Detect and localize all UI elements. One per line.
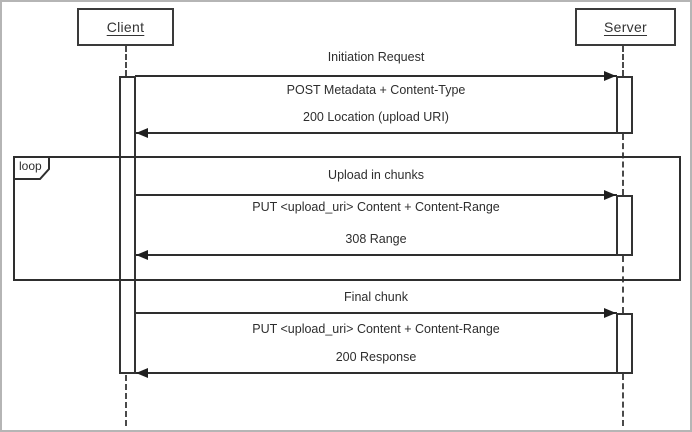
client-actor-label: Client bbox=[106, 19, 145, 35]
server-lifeline bbox=[622, 134, 624, 195]
arrowhead-left-icon bbox=[136, 368, 148, 378]
arrowhead-left-icon bbox=[136, 128, 148, 138]
client-activation-bar bbox=[119, 76, 136, 374]
message-line-range bbox=[135, 254, 617, 256]
message-label-post: POST Metadata + Content-Type bbox=[286, 83, 466, 97]
server-activation-bar bbox=[616, 76, 633, 134]
message-label-location: 200 Location (upload URI) bbox=[303, 110, 449, 124]
message-line-post bbox=[135, 75, 617, 77]
client-actor-box: Client bbox=[77, 8, 174, 46]
server-activation-bar bbox=[616, 313, 633, 374]
arrowhead-right-icon bbox=[604, 308, 616, 318]
server-actor-label: Server bbox=[603, 19, 648, 35]
message-line-put-final bbox=[135, 312, 617, 314]
arrowhead-right-icon bbox=[604, 71, 616, 81]
arrowhead-right-icon bbox=[604, 190, 616, 200]
message-label-put-final: PUT <upload_uri> Content + Content-Range bbox=[252, 322, 500, 336]
server-actor-box: Server bbox=[575, 8, 676, 46]
phase-title-upload-chunks: Upload in chunks bbox=[328, 168, 424, 182]
arrowhead-left-icon bbox=[136, 250, 148, 260]
server-lifeline bbox=[622, 46, 624, 76]
phase-title-final-chunk: Final chunk bbox=[344, 290, 408, 304]
message-line-put-chunk bbox=[135, 194, 617, 196]
message-label-response: 200 Response bbox=[335, 350, 417, 364]
client-lifeline bbox=[125, 46, 127, 76]
server-activation-bar bbox=[616, 195, 633, 256]
loop-operator-label: loop bbox=[19, 159, 42, 173]
message-label-range: 308 Range bbox=[345, 232, 407, 246]
message-line-location bbox=[135, 132, 617, 134]
client-lifeline bbox=[125, 375, 127, 426]
server-lifeline bbox=[622, 374, 624, 426]
message-label-put-chunk: PUT <upload_uri> Content + Content-Range bbox=[252, 200, 500, 214]
message-line-response bbox=[135, 372, 617, 374]
server-lifeline bbox=[622, 256, 624, 313]
phase-title-initiation: Initiation Request bbox=[327, 50, 425, 64]
